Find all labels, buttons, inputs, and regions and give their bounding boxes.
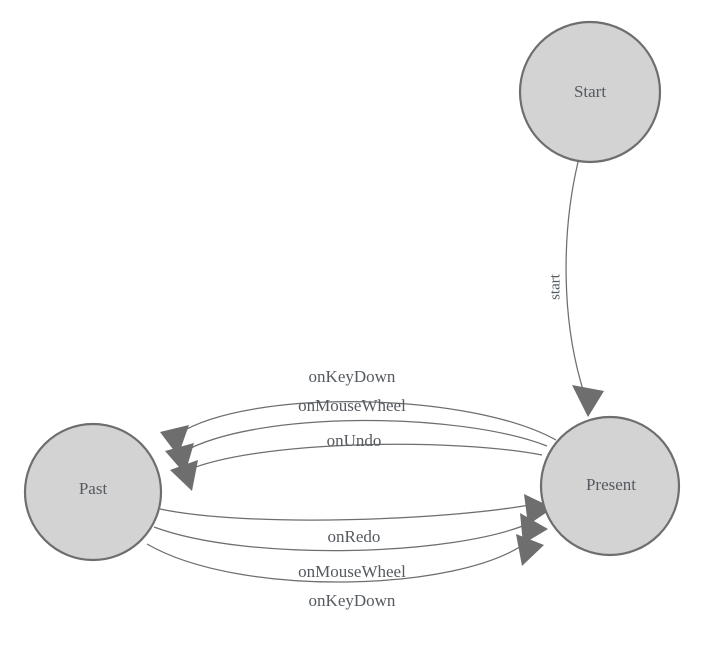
- edge-label-start: start: [547, 273, 563, 300]
- edge-present-to-past-onundo[interactable]: onUndo: [170, 431, 543, 491]
- edge-path-present-past-1: [177, 401, 557, 441]
- node-start-label: Start: [574, 82, 606, 101]
- edge-start-to-present[interactable]: start: [547, 161, 604, 417]
- node-start-circle[interactable]: [518, 20, 662, 164]
- edge-label-onmousewheel-top: onMouseWheel: [298, 396, 406, 415]
- edge-present-to-past-onkeydown[interactable]: onKeyDown: [160, 367, 557, 456]
- arrowhead-past-present-1: [524, 494, 553, 525]
- arrowhead-present-past-1: [160, 425, 189, 456]
- edge-path-present-past-3: [187, 443, 543, 471]
- node-start[interactable]: Start: [518, 20, 662, 164]
- edge-label-onundo: onUndo: [327, 431, 382, 450]
- edge-path-present-past-2: [182, 419, 548, 453]
- edge-label-onmousewheel-bottom: onMouseWheel: [298, 562, 406, 581]
- node-present-label: Present: [586, 475, 636, 494]
- node-past[interactable]: Past: [23, 422, 163, 562]
- edge-path-past-present-2: [153, 522, 531, 552]
- edge-label-onredo: onRedo: [328, 527, 381, 546]
- edge-past-to-present-onkeydown[interactable]: onKeyDown: [146, 534, 544, 610]
- edge-path-past-present-3: [146, 541, 528, 583]
- node-past-circle[interactable]: [23, 422, 163, 562]
- edge-label-onkeydown-top: onKeyDown: [309, 367, 396, 386]
- node-present-circle[interactable]: [539, 415, 681, 557]
- edge-past-to-present-onredo[interactable]: onRedo: [159, 494, 553, 546]
- arrowhead-present-past-3: [170, 460, 198, 491]
- edge-present-to-past-onmousewheel[interactable]: onMouseWheel: [165, 396, 548, 474]
- arrowhead-start-present: [572, 385, 604, 417]
- arrowhead-past-present-3: [516, 534, 544, 566]
- edge-path-start-present: [565, 161, 586, 397]
- edge-past-to-present-onmousewheel[interactable]: onMouseWheel: [153, 513, 548, 581]
- node-present[interactable]: Present: [539, 415, 681, 557]
- edge-path-past-present-1: [159, 503, 536, 521]
- arrowhead-past-present-2: [520, 513, 548, 544]
- edge-label-onkeydown-bottom: onKeyDown: [309, 591, 396, 610]
- node-past-label: Past: [79, 479, 108, 498]
